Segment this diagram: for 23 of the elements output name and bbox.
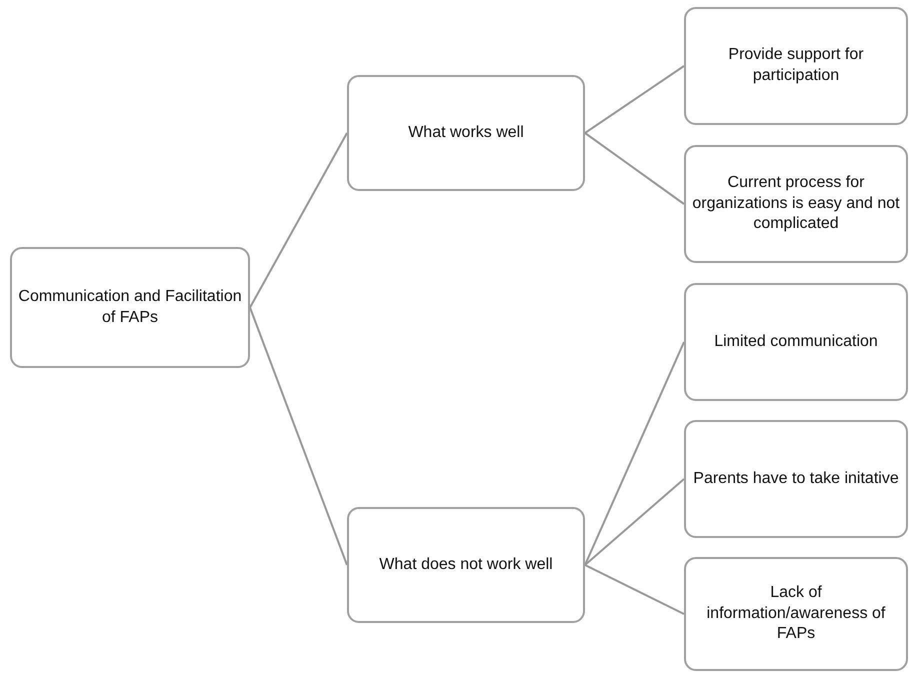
topic-text: Provide support for participation (727, 45, 865, 86)
topic-text: Limited communication (714, 332, 878, 352)
connector-line (584, 342, 685, 566)
topic-text: Current process for organizations is easy and not complicated (692, 172, 900, 234)
topic-text: What works well (408, 122, 524, 143)
connector-line (584, 478, 685, 566)
topic-box (10, 247, 250, 368)
topic-text: Lack of information/awareness of FAPs (706, 582, 886, 644)
connector-line (249, 307, 348, 566)
topic-box (347, 75, 585, 191)
topic-text: Parents have to take initative (693, 468, 899, 489)
connector-line (584, 132, 685, 205)
topic-box (684, 557, 908, 671)
connector-line (584, 65, 685, 134)
topic-box (347, 507, 585, 623)
topic-box (684, 145, 908, 263)
topic-text: What does not work well (379, 554, 553, 575)
connector-line (249, 132, 348, 308)
topic-text: Communication and Facilitation of FAPs (18, 286, 242, 328)
topic-box (684, 283, 908, 401)
topic-box (684, 7, 908, 125)
topic-box (684, 420, 908, 538)
connector-line (584, 564, 684, 615)
